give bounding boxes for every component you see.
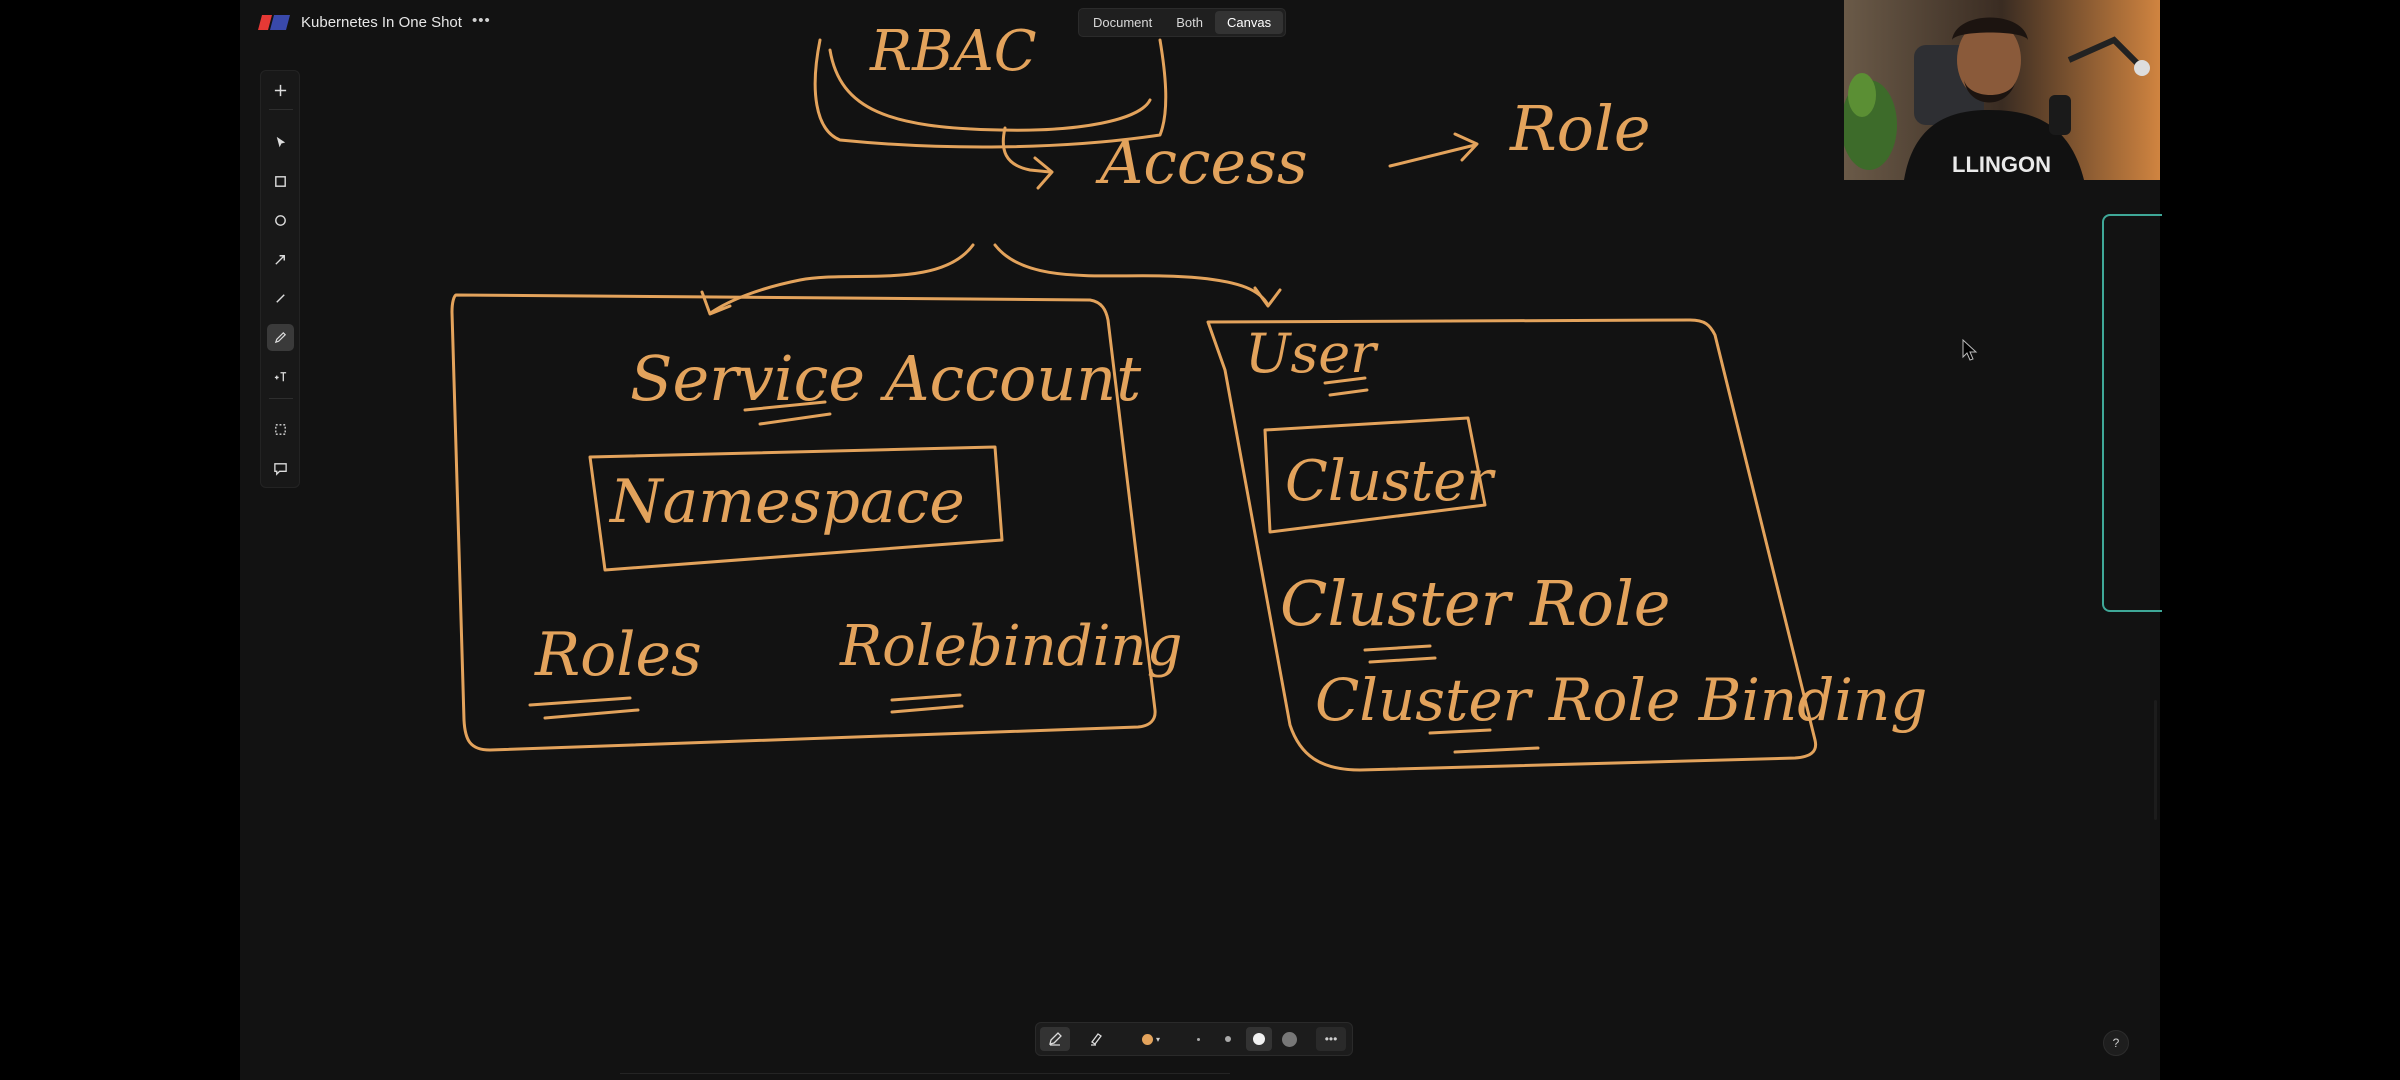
dot-medium-icon xyxy=(1225,1036,1231,1042)
rectangle-tool[interactable] xyxy=(267,168,294,195)
rolebinding-label: Rolebinding xyxy=(839,614,1182,679)
more-icon: ••• xyxy=(1324,1032,1338,1046)
view-both-tab[interactable]: Both xyxy=(1176,15,1203,30)
document-menu-button[interactable]: ••• xyxy=(472,12,491,29)
plus-icon xyxy=(274,84,287,97)
left-branch-arrow xyxy=(700,243,975,316)
arrow-icon xyxy=(275,255,285,265)
text-icon xyxy=(274,372,287,382)
size-xlarge-button[interactable] xyxy=(1276,1027,1302,1051)
frame-icon xyxy=(275,424,286,435)
dot-xlarge-icon xyxy=(1281,1031,1297,1047)
cluster-role-binding-label: Cluster Role Binding xyxy=(1315,666,1927,734)
user-label: User xyxy=(1245,322,1379,385)
pen-icon xyxy=(1049,1032,1062,1046)
cluster-role-label: Cluster Role xyxy=(1280,567,1671,640)
user-box xyxy=(1206,318,1818,772)
access-label: Access xyxy=(1095,128,1308,198)
role-arrow xyxy=(1388,132,1479,168)
cluster-label: Cluster xyxy=(1285,449,1496,514)
select-tool[interactable] xyxy=(267,129,294,156)
circle-icon xyxy=(275,215,286,226)
ellipse-tool[interactable] xyxy=(267,207,294,234)
highlighter-icon xyxy=(1091,1033,1102,1046)
drawing-canvas[interactable]: RBAC Access Role Service Account Namespa… xyxy=(240,0,2160,1080)
square-icon xyxy=(275,176,286,187)
cursor-arrow-icon xyxy=(276,136,286,148)
frame-tool[interactable] xyxy=(267,416,294,443)
help-button[interactable]: ? xyxy=(2103,1030,2129,1056)
highlighter-button[interactable] xyxy=(1082,1027,1110,1051)
view-document-tab[interactable]: Document xyxy=(1093,15,1153,30)
drawing-style-toolbar: ▾ ••• xyxy=(1035,1022,1353,1056)
right-branch-arrow xyxy=(993,243,1282,308)
add-button[interactable] xyxy=(267,77,294,104)
arrow-tool[interactable] xyxy=(267,246,294,273)
dot-small-icon xyxy=(1196,1037,1200,1041)
side-frame-edge[interactable] xyxy=(2102,214,2162,612)
rbac-label: RBAC xyxy=(869,19,1037,84)
size-medium-button[interactable] xyxy=(1218,1027,1238,1051)
canvas-toolbar xyxy=(260,70,300,488)
rbac-box xyxy=(813,38,1168,149)
view-mode-switch: Document Both Canvas xyxy=(1078,8,1287,37)
presenter-webcam: LLINGON xyxy=(1844,0,2160,180)
color-swatch-icon xyxy=(1141,1033,1153,1045)
top-bar: Kubernetes In One Shot ••• Document Both… xyxy=(240,0,2160,46)
color-picker[interactable]: ▾ xyxy=(1136,1027,1166,1051)
access-arrow xyxy=(1001,126,1054,190)
scrollbar[interactable] xyxy=(2154,700,2157,820)
namespace-box xyxy=(588,445,1004,572)
service-account-box xyxy=(450,293,1157,752)
roles-label: Roles xyxy=(534,620,702,690)
svg-text:LLINGON: LLINGON xyxy=(1952,152,2051,177)
pencil-tool[interactable] xyxy=(267,324,294,351)
size-large-button[interactable] xyxy=(1246,1027,1272,1051)
service-account-label: Service Account xyxy=(630,342,1141,415)
size-small-button[interactable] xyxy=(1188,1027,1208,1051)
divider xyxy=(620,1073,1230,1074)
comment-icon xyxy=(274,463,287,476)
mouse-cursor xyxy=(1962,338,1978,361)
chevron-down-icon: ▾ xyxy=(1155,1034,1160,1044)
line-icon xyxy=(276,294,285,303)
comment-tool[interactable] xyxy=(267,455,294,482)
more-options-button[interactable]: ••• xyxy=(1316,1027,1346,1051)
pen-button[interactable] xyxy=(1040,1027,1070,1051)
view-canvas-tab[interactable]: Canvas xyxy=(1215,11,1284,34)
line-tool[interactable] xyxy=(267,285,294,312)
role-label: Role xyxy=(1509,92,1651,165)
namespace-label: Namespace xyxy=(608,467,965,537)
text-tool[interactable] xyxy=(267,363,294,390)
cluster-box xyxy=(1263,416,1487,534)
app-window: Kubernetes In One Shot ••• Document Both… xyxy=(240,0,2162,1080)
dot-large-icon xyxy=(1253,1033,1265,1045)
document-title[interactable]: Kubernetes In One Shot xyxy=(301,14,462,31)
pencil-icon xyxy=(274,331,287,344)
app-logo xyxy=(258,15,290,30)
